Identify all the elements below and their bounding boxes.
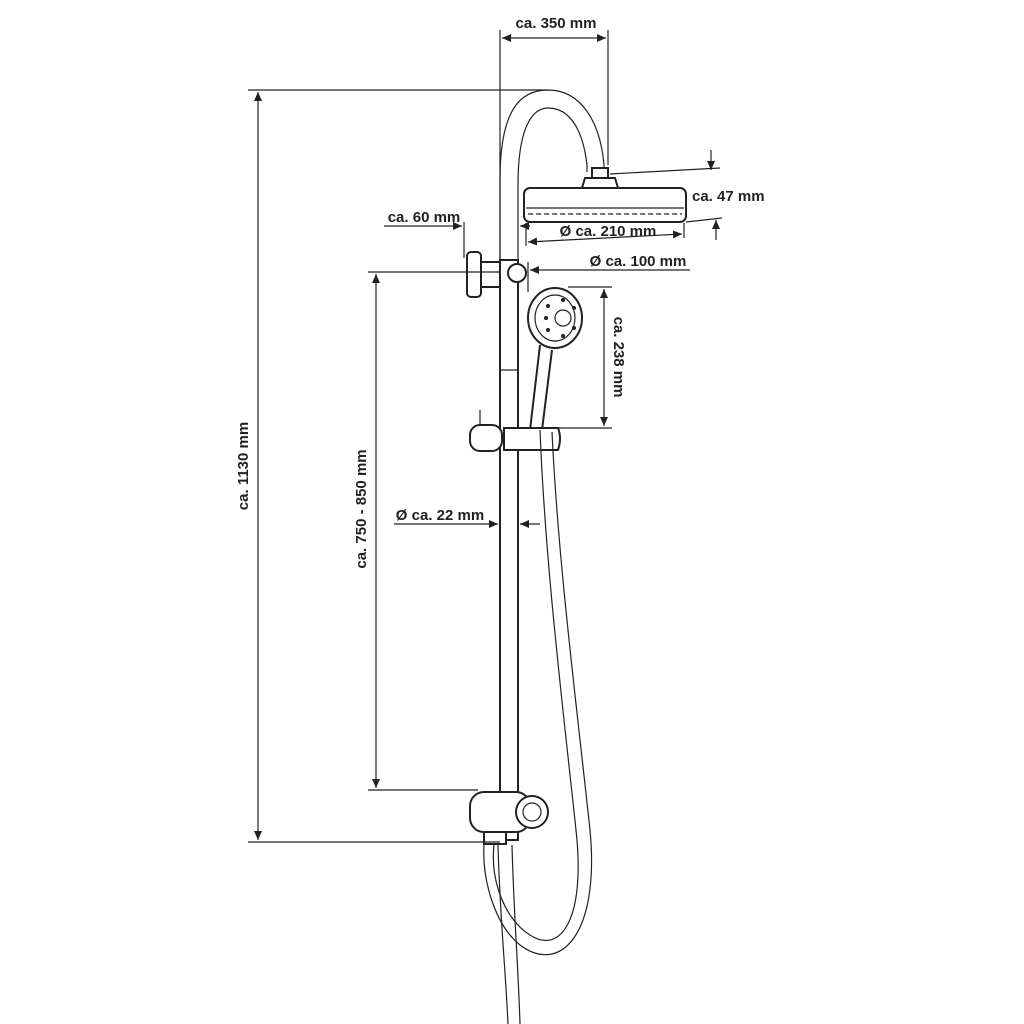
head-diameter-label: Ø ca. 210 mm xyxy=(560,223,657,240)
dimension-wall-offset: ca. 60 mm xyxy=(384,209,530,258)
width-top-label: ca. 350 mm xyxy=(516,15,597,32)
dimension-width-top: ca. 350 mm xyxy=(499,15,609,260)
dimension-head-height: ca. 47 mm xyxy=(609,150,765,240)
dimension-total-height: ca. 1130 mm xyxy=(235,89,548,843)
dimension-hand-length: ca. 238 mm xyxy=(558,286,627,429)
shower-hose xyxy=(483,429,593,1024)
hand-diameter-label: Ø ca. 100 mm xyxy=(590,253,687,270)
wall-bracket xyxy=(466,251,527,298)
head-height-label: ca. 47 mm xyxy=(692,188,765,205)
total-height-label: ca. 1130 mm xyxy=(235,422,252,510)
sliding-hand-holder xyxy=(469,410,561,452)
dimension-head-diameter: Ø ca. 210 mm xyxy=(525,223,685,246)
wall-offset-label: ca. 60 mm xyxy=(388,209,461,226)
hand-shower xyxy=(527,287,583,431)
dimension-adjust-range: ca. 750 - 850 mm xyxy=(353,271,500,791)
rain-shower-head xyxy=(523,167,687,223)
dimension-rod-diameter: Ø ca. 22 mm xyxy=(394,507,540,528)
dimension-hand-diameter: Ø ca. 100 mm xyxy=(527,253,690,292)
shower-rod xyxy=(499,259,519,841)
rod-diameter-label: Ø ca. 22 mm xyxy=(396,507,484,524)
bottom-outlet-connector xyxy=(469,791,549,845)
hand-length-label: ca. 238 mm xyxy=(610,317,627,398)
adjust-range-label: ca. 750 - 850 mm xyxy=(353,449,370,568)
